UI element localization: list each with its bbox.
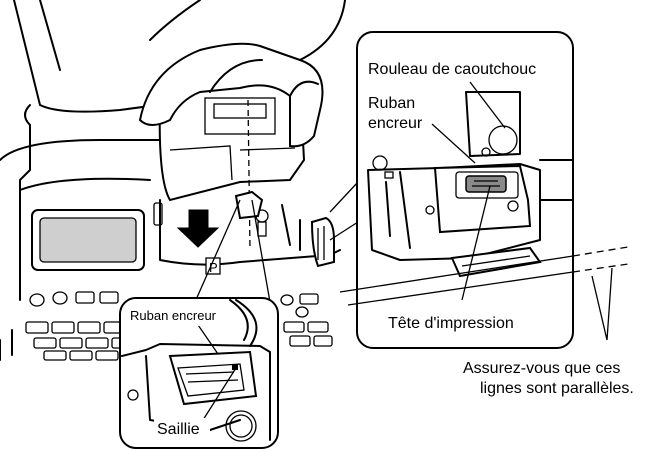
parallel-reference-lines [339,246,629,341]
label-protrusion: Saillie [157,421,200,438]
keyboard-keys [25,291,333,361]
label-rubber-roller: Rouleau de caoutchouc [368,61,536,78]
cutter-lever [310,216,335,268]
ribbon-protrusion-inset: Ruban encreur Saillie [119,297,279,449]
label-parallel-line1: Assurez-vous que ces [463,360,620,377]
label-ribbon-line2: encreur [368,115,423,132]
printer-mark-label: P [209,260,218,275]
insert-direction-arrow [176,209,220,248]
label-inset-ribbon: Ruban encreur [130,308,217,323]
label-ribbon-line1: Ruban [368,95,415,112]
label-parallel-line2: lignes sont parallèles. [480,380,634,397]
printer-body: P [0,0,341,361]
print-head-element [465,175,507,193]
print-head-inset: Rouleau de caoutchouc Ruban encreur Tête… [356,31,574,349]
hand-holding-cassette [138,0,346,251]
label-print-head: Tête d'impression [388,315,514,332]
